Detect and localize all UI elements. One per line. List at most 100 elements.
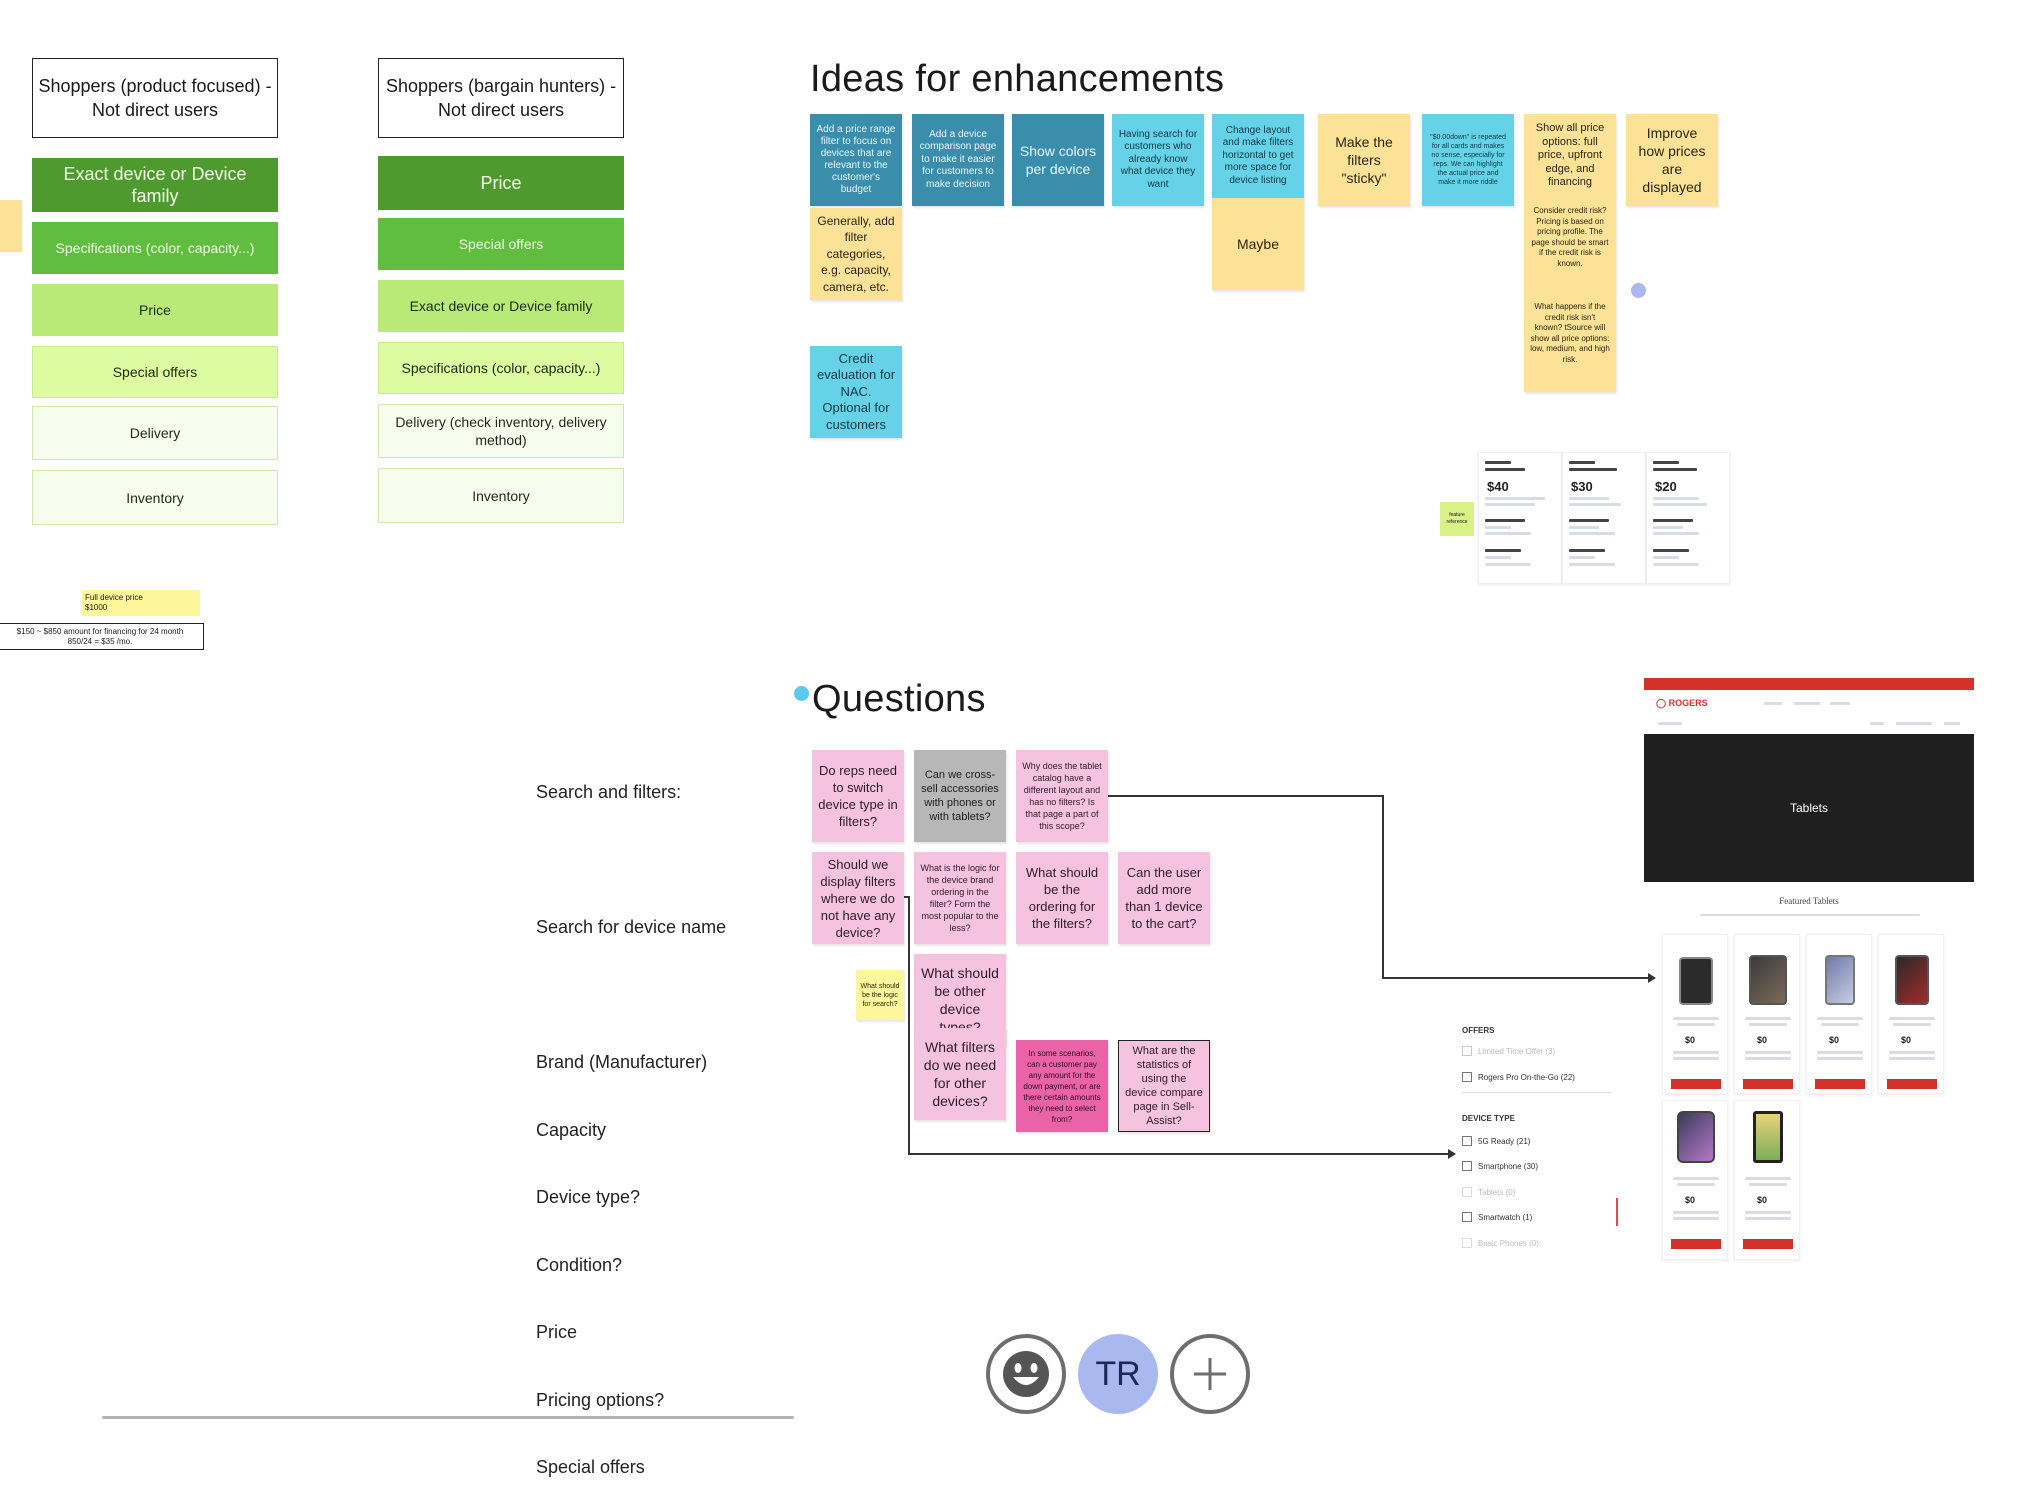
- filter-option: Basic Phones (0): [1478, 1239, 1539, 1248]
- question-sticky[interactable]: Can the user add more than 1 device to t…: [1118, 852, 1210, 944]
- idea-sticky[interactable]: Add a device comparison page to make it …: [912, 114, 1004, 206]
- pricing-reference-card[interactable]: $20: [1646, 452, 1730, 584]
- persona-line-2: Not direct users: [91, 100, 219, 120]
- product-tile[interactable]: $0: [1806, 934, 1872, 1094]
- priority-card[interactable]: Inventory: [32, 470, 278, 525]
- idea-sticky[interactable]: Show all price options: full price, upfr…: [1524, 114, 1616, 202]
- question-sticky[interactable]: What filters do we need for other device…: [914, 1028, 1006, 1120]
- smiley-icon: [1003, 1351, 1049, 1397]
- idea-sticky[interactable]: Show colors per device: [1012, 114, 1104, 206]
- question-sticky[interactable]: Why does the tablet catalog have a diffe…: [1016, 750, 1108, 842]
- full-price-sticky[interactable]: Full device price $1000: [82, 590, 200, 616]
- persona-line-2: Not direct users: [437, 100, 565, 120]
- rogers-logo: ◯ ROGERS: [1656, 698, 1708, 709]
- hero-title: Tablets: [1789, 801, 1829, 815]
- idea-sticky[interactable]: Having search for customers who already …: [1112, 114, 1204, 206]
- priority-card[interactable]: Delivery (check inventory, delivery meth…: [378, 404, 624, 458]
- question-sticky[interactable]: In some scenarios, can a customer pay an…: [1016, 1040, 1108, 1132]
- question-sticky[interactable]: What should be the ordering for the filt…: [1016, 852, 1108, 944]
- reference-price: $30: [1571, 479, 1593, 494]
- view-details-button[interactable]: [1743, 1079, 1793, 1089]
- pricing-reference-card[interactable]: $30: [1562, 452, 1646, 584]
- priority-card[interactable]: Exact device or Device family: [378, 280, 624, 332]
- idea-sticky[interactable]: Generally, add filter categories, e.g. c…: [810, 208, 902, 300]
- feature-reference-label: feature reference: [1446, 512, 1468, 525]
- priority-card[interactable]: Price: [378, 156, 624, 210]
- full-price-value: $1000: [85, 603, 108, 612]
- question-sticky[interactable]: What should be the logic for search?: [856, 970, 904, 1020]
- search-filters-list: Search and filters: Search for device na…: [536, 736, 726, 1501]
- idea-sticky[interactable]: "$0.00down" is repeated for all cards an…: [1422, 114, 1514, 206]
- pricing-reference-card[interactable]: $40: [1478, 452, 1562, 584]
- filter-checkbox[interactable]: [1462, 1072, 1472, 1082]
- priority-card[interactable]: Exact device or Device family: [32, 158, 278, 212]
- view-details-button[interactable]: [1743, 1239, 1793, 1249]
- product-tile[interactable]: $0: [1878, 934, 1944, 1094]
- idea-sticky[interactable]: What happens if the credit risk isn't kn…: [1524, 298, 1616, 392]
- filter-checkbox[interactable]: [1462, 1046, 1472, 1056]
- horizontal-scrollbar[interactable]: [102, 1416, 794, 1419]
- tablet-image-icon: [1895, 955, 1929, 1005]
- product-tile[interactable]: $0: [1734, 934, 1800, 1094]
- feature-reference-tag[interactable]: feature reference: [1440, 502, 1474, 536]
- product-tile[interactable]: $0: [1734, 1100, 1800, 1260]
- filter-panel-screenshot[interactable]: OFFERS Limited Time Offer (3) Rogers Pro…: [1462, 1016, 1618, 1266]
- tablet-catalog-screenshot[interactable]: ◯ ROGERS Tablets: [1644, 678, 1974, 882]
- tablet-image-icon: [1825, 955, 1855, 1005]
- priority-card[interactable]: Inventory: [378, 468, 624, 523]
- priority-card[interactable]: Special offers: [378, 218, 624, 270]
- idea-sticky[interactable]: Change layout and make filters horizonta…: [1212, 114, 1304, 198]
- idea-sticky[interactable]: Credit evaluation for NAC. Optional for …: [810, 346, 902, 438]
- filter-checkbox[interactable]: [1462, 1212, 1472, 1222]
- filter-checkbox[interactable]: [1462, 1161, 1472, 1171]
- search-item: Search for device name: [536, 917, 727, 937]
- filter-option: Tablets (0): [1478, 1188, 1516, 1197]
- view-details-button[interactable]: [1671, 1239, 1721, 1249]
- filter-checkbox[interactable]: [1462, 1187, 1472, 1197]
- add-button[interactable]: [1170, 1334, 1250, 1414]
- filter-checkbox[interactable]: [1462, 1136, 1472, 1146]
- reference-price: $20: [1655, 479, 1677, 494]
- user-avatar[interactable]: TR: [1078, 1334, 1158, 1414]
- persona-line-1: Shoppers (product focused) -: [38, 76, 272, 96]
- financing-note[interactable]: $150 ~ $850 amount for financing for 24 …: [0, 623, 204, 650]
- arrow-head-icon: [1648, 973, 1656, 983]
- scroll-indicator[interactable]: [1616, 1198, 1618, 1226]
- peek-sticky[interactable]: [0, 200, 22, 252]
- idea-sticky[interactable]: Maybe: [1212, 198, 1304, 290]
- idea-sticky[interactable]: Improve how prices are displayed: [1626, 114, 1718, 206]
- connector-line: [1382, 795, 1384, 978]
- filter-option: 5G Ready (21): [1478, 1137, 1531, 1146]
- tablet-image-icon: [1677, 1111, 1715, 1163]
- question-sticky[interactable]: What are the statistics of using the dev…: [1118, 1040, 1210, 1132]
- financing-line-2: 850/24 = $35 /mo.: [67, 637, 133, 646]
- priority-card[interactable]: Delivery: [32, 406, 278, 460]
- filter-item: Pricing options?: [536, 1389, 665, 1410]
- priority-card[interactable]: Price: [32, 284, 278, 336]
- device-type-heading: DEVICE TYPE: [1462, 1114, 1515, 1123]
- priority-card[interactable]: Special offers: [32, 346, 278, 398]
- view-details-button[interactable]: [1815, 1079, 1865, 1089]
- plus-icon: [1194, 1358, 1226, 1390]
- question-sticky[interactable]: Should we display filters where we do no…: [812, 852, 904, 944]
- filter-option: Smartwatch (1): [1478, 1213, 1533, 1222]
- reference-price: $40: [1487, 479, 1509, 494]
- idea-sticky[interactable]: Add a price range filter to focus on dev…: [810, 114, 902, 206]
- tile-price: $0: [1685, 1035, 1696, 1045]
- product-tile[interactable]: $0: [1662, 934, 1728, 1094]
- divider: [1462, 1092, 1612, 1093]
- priority-card[interactable]: Specifications (color, capacity...): [378, 342, 624, 394]
- filter-checkbox[interactable]: [1462, 1238, 1472, 1248]
- idea-sticky[interactable]: Consider credit risk? Pricing is based o…: [1524, 202, 1616, 298]
- question-sticky[interactable]: What is the logic for the device brand o…: [914, 852, 1006, 944]
- idea-sticky[interactable]: Make the filters "sticky": [1318, 114, 1410, 206]
- question-sticky[interactable]: Do reps need to switch device type in fi…: [812, 750, 904, 842]
- reaction-button[interactable]: [986, 1334, 1066, 1414]
- persona-card-product-focused[interactable]: Shoppers (product focused) - Not direct …: [32, 58, 278, 138]
- view-details-button[interactable]: [1887, 1079, 1937, 1089]
- priority-card[interactable]: Specifications (color, capacity...): [32, 222, 278, 274]
- product-tile[interactable]: $0: [1662, 1100, 1728, 1260]
- persona-card-bargain-hunters[interactable]: Shoppers (bargain hunters) - Not direct …: [378, 58, 624, 138]
- view-details-button[interactable]: [1671, 1079, 1721, 1089]
- question-sticky[interactable]: Can we cross-sell accessories with phone…: [914, 750, 1006, 842]
